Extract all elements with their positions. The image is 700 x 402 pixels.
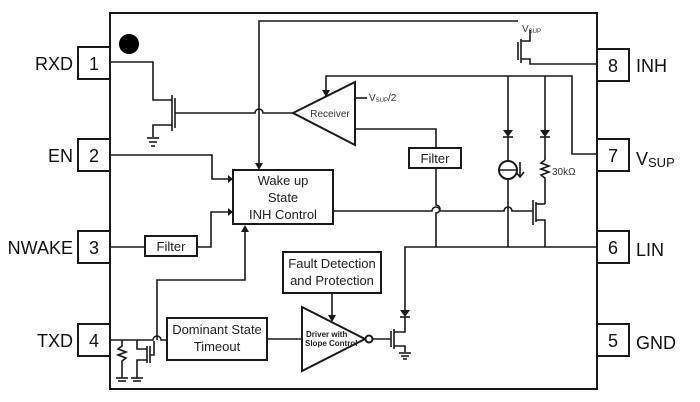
block-line: Timeout [194, 339, 241, 354]
pin-number: 7 [608, 146, 618, 166]
pin-4: 4 TXD [37, 323, 111, 357]
txd-input [110, 225, 249, 382]
pin1-indicator-dot [119, 34, 139, 54]
wakeup-line: State [268, 190, 298, 205]
pin-name: LIN [636, 240, 664, 260]
resistor-icon [538, 159, 552, 204]
receiver-label: Receiver [310, 109, 350, 120]
pin-number: 6 [608, 238, 618, 258]
lin-pullup-branch: 30kΩ [498, 76, 576, 247]
pin-name: RXD [35, 54, 73, 74]
pin-name: INH [636, 56, 667, 76]
receiver: Receiver VSUP/2 [290, 75, 597, 155]
block-line: Dominant State [172, 322, 262, 337]
wakeup-block: Wake up State INH Control [232, 169, 533, 225]
pulldown-resistor-icon [115, 340, 129, 378]
pin-2: 2 EN [48, 138, 111, 172]
pin-number: 1 [89, 54, 99, 74]
filter-label: Filter [421, 151, 451, 166]
pin-1: 1 RXD [35, 46, 111, 80]
pin-3: 3 NWAKE [8, 230, 111, 264]
lin-bus-line [404, 246, 597, 310]
wakeup-line: Wake up [258, 173, 309, 188]
inh-high-side-fet: VSUP [517, 24, 597, 65]
block-line: Slope Control [305, 339, 357, 348]
arrow-icon [255, 163, 263, 170]
diode-icon [400, 310, 410, 317]
pin-name: TXD [37, 331, 73, 351]
block-line: and Protection [290, 273, 374, 288]
pin-number: 4 [89, 331, 99, 351]
block-line: Driver with [306, 330, 347, 339]
pin-6: 6 LIN [596, 230, 664, 264]
receiver-filter: Filter [408, 147, 462, 247]
diode-icon [503, 130, 513, 137]
pin-7: 7 VSUP [596, 138, 675, 172]
en-signal-line [110, 154, 233, 180]
nwake-filter: Filter [110, 208, 233, 257]
pin-5: 5 GND [596, 323, 676, 357]
wakeup-line: INH Control [249, 207, 317, 222]
diode-icon [540, 130, 550, 137]
pin-name: VSUP [636, 149, 675, 170]
inh-control-line [258, 20, 518, 164]
pin-name: EN [48, 146, 73, 166]
dominant-timeout-block: Dominant State Timeout [166, 317, 302, 361]
pin-number: 3 [89, 238, 99, 258]
txd-to-wakeup-line [156, 227, 246, 340]
pin-number: 2 [89, 146, 99, 166]
driver-block: Driver with Slope Control [301, 305, 411, 373]
pin-number: 5 [608, 331, 618, 351]
vsup-half-annotation: VSUP/2 [369, 93, 397, 104]
pin-8: 8 INH [596, 48, 667, 82]
fault-detection-block: Fault Detection and Protection [282, 251, 382, 322]
pin-name: GND [636, 333, 676, 353]
pin-number: 8 [608, 56, 618, 76]
vsup-annotation: VSUP [522, 24, 541, 35]
block-line: Fault Detection [288, 256, 375, 271]
resistor-label: 30kΩ [552, 167, 576, 178]
pin-name: NWAKE [8, 238, 73, 258]
filter-label: Filter [157, 239, 187, 254]
lin-feedback-line [325, 75, 597, 155]
